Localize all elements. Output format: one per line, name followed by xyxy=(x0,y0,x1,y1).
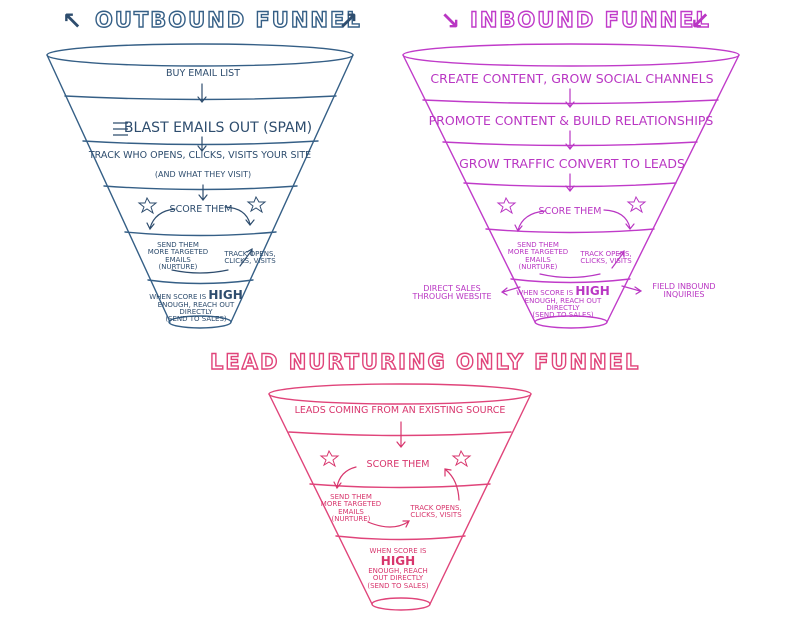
star-icon xyxy=(451,449,472,468)
up-left-arrow-icon: ↖ xyxy=(62,7,83,35)
star-icon xyxy=(137,196,158,215)
down-right-arrow-icon: ↘ xyxy=(440,7,461,35)
lead-nurture: Send them more targeted emails (nurture) xyxy=(320,493,382,524)
inbound-score-them: Score them xyxy=(538,206,602,217)
outbound-step-track: Track who opens, clicks, visits your sit… xyxy=(88,150,312,161)
lead-score-them: Score them xyxy=(366,459,430,470)
emphasis-lines xyxy=(113,122,128,136)
inbound-nurture: Send them more targeted emails (nurture) xyxy=(507,241,569,272)
star-icon xyxy=(496,196,517,215)
outbound-high-score: When score is High enough, reach out dir… xyxy=(149,288,243,324)
inbound-funnel-title: Inbound Funnel xyxy=(469,7,711,32)
outbound-funnel-shape xyxy=(46,43,354,329)
outbound-step-track-detail: (and what they visit) xyxy=(154,170,252,179)
outbound-arrows xyxy=(146,83,255,274)
lead-high-score: When score is High enough, reach out dir… xyxy=(367,547,429,590)
lead-step-existing-source: Leads coming from an existing source xyxy=(294,405,506,416)
outbound-score-them: Score them xyxy=(169,204,233,215)
outbound-track-opens: Track opens, clicks, visits xyxy=(224,250,276,266)
down-left-arrow-icon: ↙ xyxy=(690,7,711,35)
inbound-high-score: When score is High enough, reach out dir… xyxy=(516,284,610,320)
inbound-step-create-content: Create content, grow social channels xyxy=(430,71,714,86)
star-icon xyxy=(626,195,647,214)
inbound-arrows xyxy=(500,88,643,296)
outbound-funnel-title: Outbound Funnel xyxy=(94,7,362,32)
outbound-nurture: Send them more targeted emails (nurture) xyxy=(147,241,209,272)
lead-funnel-shape xyxy=(268,383,532,611)
outbound-step-buy-email-list: Buy email list xyxy=(165,68,241,79)
inbound-field-inquiries: Field inbound inquiries xyxy=(652,282,716,300)
outbound-step-blast-emails: Blast emails out (spam) xyxy=(123,120,313,136)
inbound-track-opens: Track opens, clicks, visits xyxy=(580,250,632,266)
lead-arrows xyxy=(333,421,460,528)
inbound-direct-sales: Direct sales through website xyxy=(412,284,492,302)
inbound-step-promote-content: Promote content & build relationships xyxy=(428,113,714,128)
star-icon xyxy=(246,195,267,214)
lead-nurturing-funnel-title: Lead Nurturing Only Funnel xyxy=(209,349,641,374)
lead-track-opens: Track opens, clicks, visits xyxy=(410,504,462,520)
inbound-step-grow-traffic: Grow traffic convert to leads xyxy=(459,156,685,171)
star-icon xyxy=(319,449,340,468)
up-right-arrow-icon: ↗ xyxy=(338,7,359,35)
